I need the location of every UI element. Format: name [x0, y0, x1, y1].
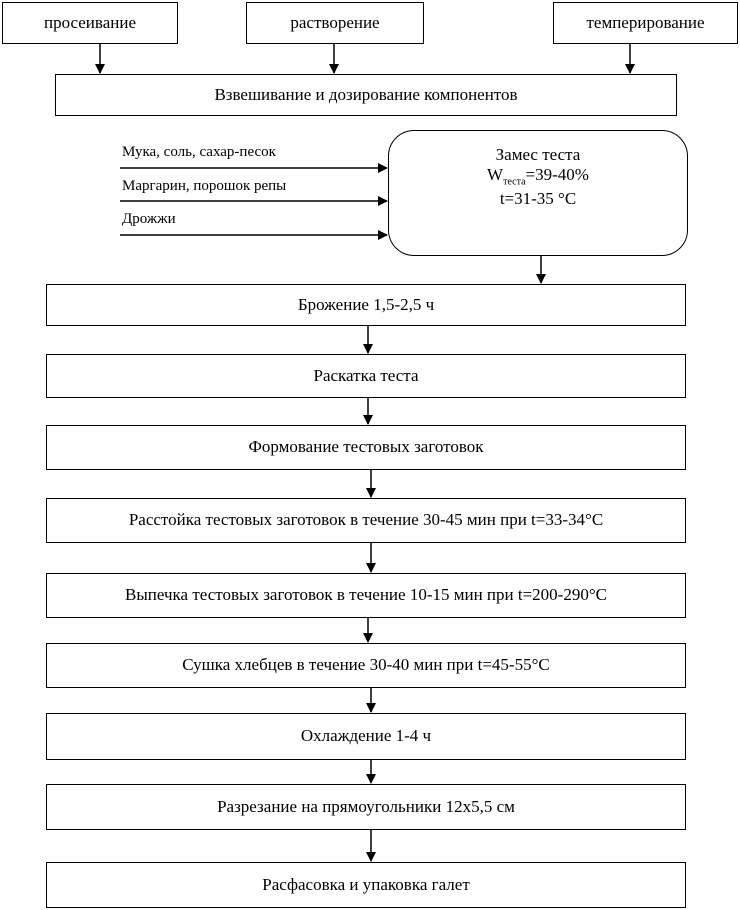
input-margarine-beet: Маргарин, порошок репы [122, 178, 287, 194]
rolling-box: Раскатка теста [46, 354, 686, 398]
sifting-box: просеивание [2, 2, 178, 44]
fermentation-box: Брожение 1,5-2,5 ч [46, 284, 686, 326]
fermentation-label: Брожение 1,5-2,5 ч [297, 294, 435, 314]
mixing-box: Замес теста Wтеста=39-40% t=31-35 °С [388, 130, 688, 256]
input-flour-salt-sugar: Мука, соль, сахар-песок [122, 144, 276, 160]
tempering-label: темперирование [586, 12, 705, 32]
moisture-value: =39-40% [525, 165, 589, 185]
input-yeast: Дрожжи [122, 211, 176, 227]
weighing-box: Взвешивание и дозирование компонентов [55, 74, 677, 116]
mixing-title: Замес теста [495, 145, 581, 164]
cutting-box: Разрезание на прямоугольники 12х5,5 см [46, 784, 686, 830]
cutting-label: Разрезание на прямоугольники 12х5,5 см [217, 796, 515, 816]
proofing-box: Расстойка тестовых заготовок в течение 3… [46, 498, 686, 543]
baking-label: Выпечка тестовых заготовок в течение 10-… [125, 585, 607, 605]
forming-box: Формование тестовых заготовок [46, 425, 686, 470]
dissolving-label: растворение [290, 12, 380, 32]
forming-label: Формование тестовых заготовок [248, 437, 484, 457]
rolling-label: Раскатка теста [313, 365, 419, 385]
mixing-temperature: t=31-35 °С [499, 188, 577, 208]
cooling-label: Охлаждение 1-4 ч [300, 726, 432, 746]
tempering-box: темперирование [553, 2, 738, 44]
dissolving-box: растворение [246, 2, 424, 44]
mixing-moisture: Wтеста=39-40% [487, 165, 589, 188]
weighing-label: Взвешивание и дозирование компонентов [214, 84, 518, 104]
baking-box: Выпечка тестовых заготовок в течение 10-… [46, 573, 686, 618]
packing-label: Расфасовка и упаковка галет [262, 874, 470, 894]
sifting-label: просеивание [43, 12, 136, 32]
cooling-box: Охлаждение 1-4 ч [46, 713, 686, 760]
drying-label: Сушка хлебцев в течение 30-40 мин при t=… [182, 655, 550, 675]
drying-box: Сушка хлебцев в течение 30-40 мин при t=… [46, 643, 686, 688]
moisture-subscript: теста [503, 176, 526, 188]
proofing-label: Расстойка тестовых заготовок в течение 3… [128, 510, 604, 530]
packing-box: Расфасовка и упаковка галет [46, 862, 686, 908]
moisture-symbol: W [487, 165, 504, 185]
